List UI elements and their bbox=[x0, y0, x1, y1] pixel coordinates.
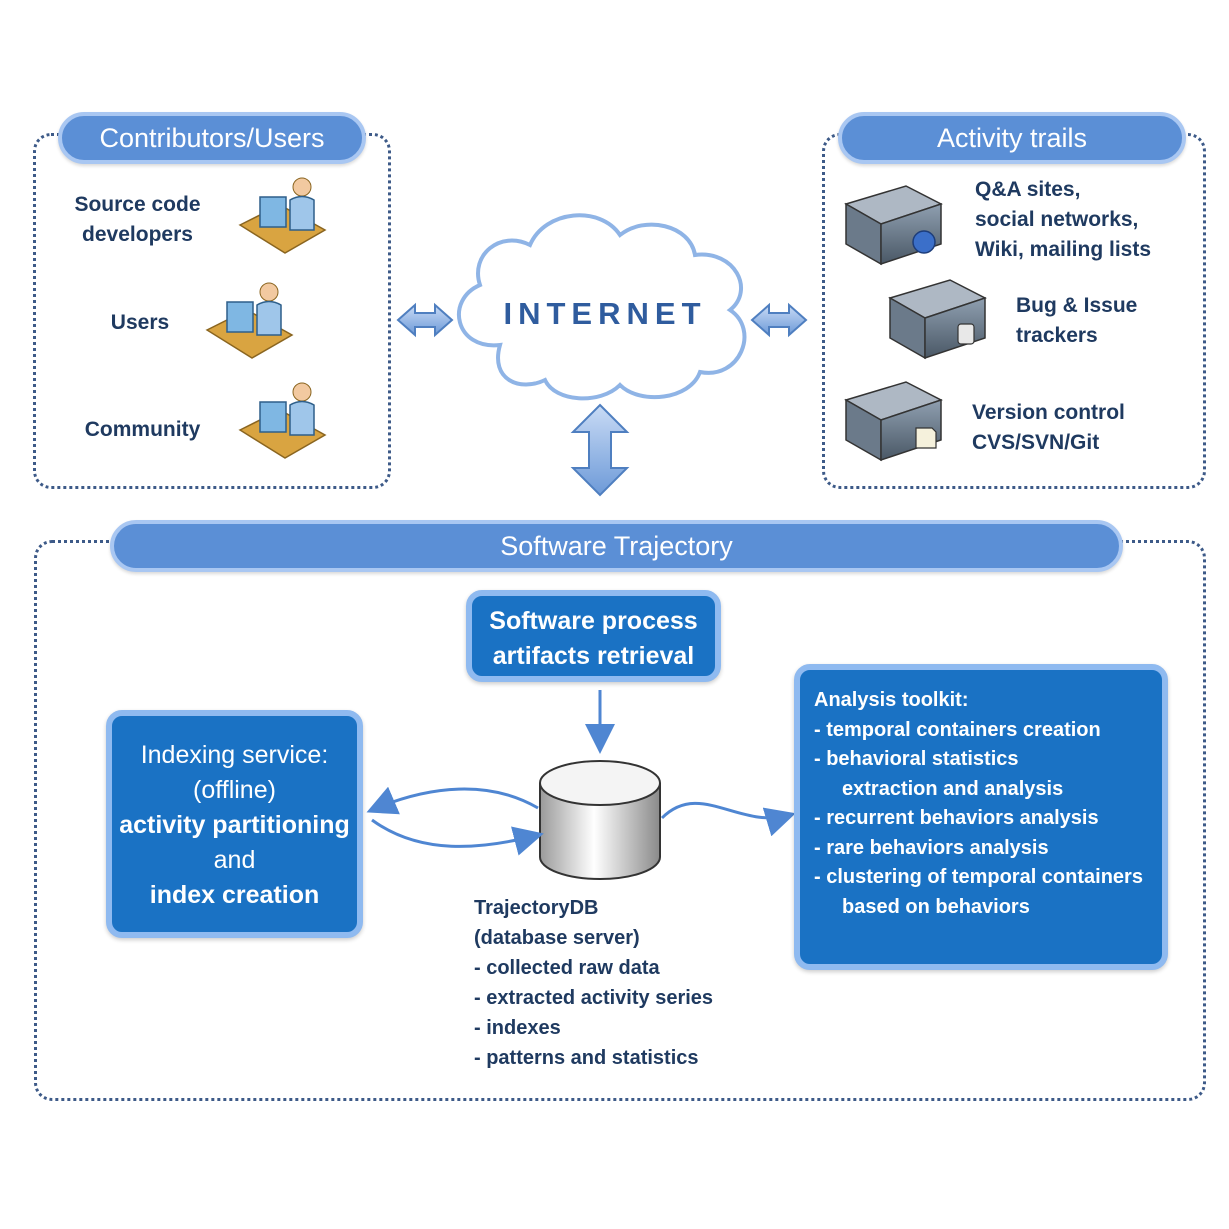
analysis-item: - clustering of temporal containers bbox=[814, 866, 1143, 888]
trail-label-line2: social networks, bbox=[975, 208, 1139, 231]
server-document-icon bbox=[844, 381, 943, 462]
trail-label-line3: Wiki, mailing lists bbox=[975, 238, 1152, 261]
analysis-box: Analysis toolkit: - temporal containers … bbox=[794, 664, 1168, 970]
contributor-label-users: Users bbox=[85, 308, 195, 338]
activity-trails-title: Activity trails bbox=[838, 112, 1186, 164]
activity-trails-title-text: Activity trails bbox=[936, 122, 1088, 153]
contributor-label-line1: Community bbox=[84, 418, 201, 441]
db-item: - collected raw data bbox=[474, 957, 660, 979]
indexing-line2: (offline) bbox=[193, 776, 276, 804]
trajectory-title-text: Software Trajectory bbox=[500, 530, 733, 561]
retrieval-line1: Software process bbox=[489, 607, 698, 635]
trail-label-line1: Q&A sites, bbox=[975, 178, 1081, 201]
trail-label-line2: trackers bbox=[1016, 324, 1098, 347]
retrieval-box: Software process artifacts retrieval bbox=[466, 590, 721, 682]
double-arrow-left-icon bbox=[396, 302, 454, 338]
user-workstation-icon bbox=[205, 282, 294, 359]
contributor-label-line1: Source code bbox=[74, 193, 201, 216]
indexing-line3: activity partitioning bbox=[119, 811, 350, 839]
contributor-label-community: Community bbox=[70, 415, 215, 445]
trail-label-qa: Q&A sites, social networks, Wiki, mailin… bbox=[975, 175, 1190, 265]
contributors-title: Contributors/Users bbox=[58, 112, 366, 164]
trajectory-title: Software Trajectory bbox=[110, 520, 1123, 572]
analysis-item: extraction and analysis bbox=[842, 777, 1064, 800]
db-name: TrajectoryDB bbox=[474, 897, 599, 919]
trail-label-line1: Bug & Issue bbox=[1016, 294, 1138, 317]
arrow-indexing-to-db bbox=[371, 818, 544, 856]
arrow-db-to-indexing bbox=[366, 786, 539, 815]
double-arrow-vertical-icon bbox=[570, 403, 630, 497]
developer-workstation-icon bbox=[238, 177, 327, 254]
retrieval-line2: artifacts retrieval bbox=[492, 642, 695, 670]
analysis-item: - recurrent behaviors analysis bbox=[814, 807, 1099, 829]
analysis-item: - temporal containers creation bbox=[814, 718, 1101, 741]
db-item: - indexes bbox=[474, 1017, 561, 1039]
indexing-line4: and bbox=[213, 846, 256, 874]
arrow-db-to-analysis bbox=[660, 801, 796, 837]
double-arrow-right-icon bbox=[750, 302, 808, 338]
server-database-icon bbox=[888, 279, 987, 360]
db-subtitle: (database server) bbox=[474, 927, 640, 949]
trail-label-bugs: Bug & Issue trackers bbox=[1016, 291, 1191, 351]
indexing-box: Indexing service: (offline) activity par… bbox=[106, 710, 363, 938]
contributor-label-developers: Source code developers bbox=[60, 190, 215, 250]
contributor-label-line1: Users bbox=[110, 311, 170, 334]
trail-label-vcs: Version control CVS/SVN/Git bbox=[972, 398, 1187, 458]
db-item: - extracted activity series bbox=[474, 987, 714, 1009]
trail-label-line2: CVS/SVN/Git bbox=[972, 431, 1100, 454]
db-item: - patterns and statistics bbox=[474, 1047, 699, 1069]
community-workstation-icon bbox=[238, 382, 327, 459]
analysis-item: - behavioral statistics bbox=[814, 748, 1019, 770]
internet-label: INTERNET bbox=[503, 296, 707, 331]
server-globe-icon bbox=[844, 185, 943, 266]
database-cylinder-icon bbox=[539, 760, 661, 880]
cloud-icon bbox=[456, 213, 747, 401]
contributors-title-text: Contributors/Users bbox=[99, 122, 325, 153]
trail-label-line1: Version control bbox=[972, 401, 1125, 424]
analysis-item: - rare behaviors analysis bbox=[814, 836, 1049, 859]
contributor-label-line2: developers bbox=[82, 223, 193, 246]
indexing-line5: index creation bbox=[149, 881, 320, 909]
analysis-item: based on behaviors bbox=[842, 895, 1030, 918]
db-description: TrajectoryDB (database server) - collect… bbox=[474, 893, 774, 1073]
indexing-line1: Indexing service: bbox=[140, 741, 329, 769]
analysis-title: Analysis toolkit: bbox=[814, 689, 969, 711]
